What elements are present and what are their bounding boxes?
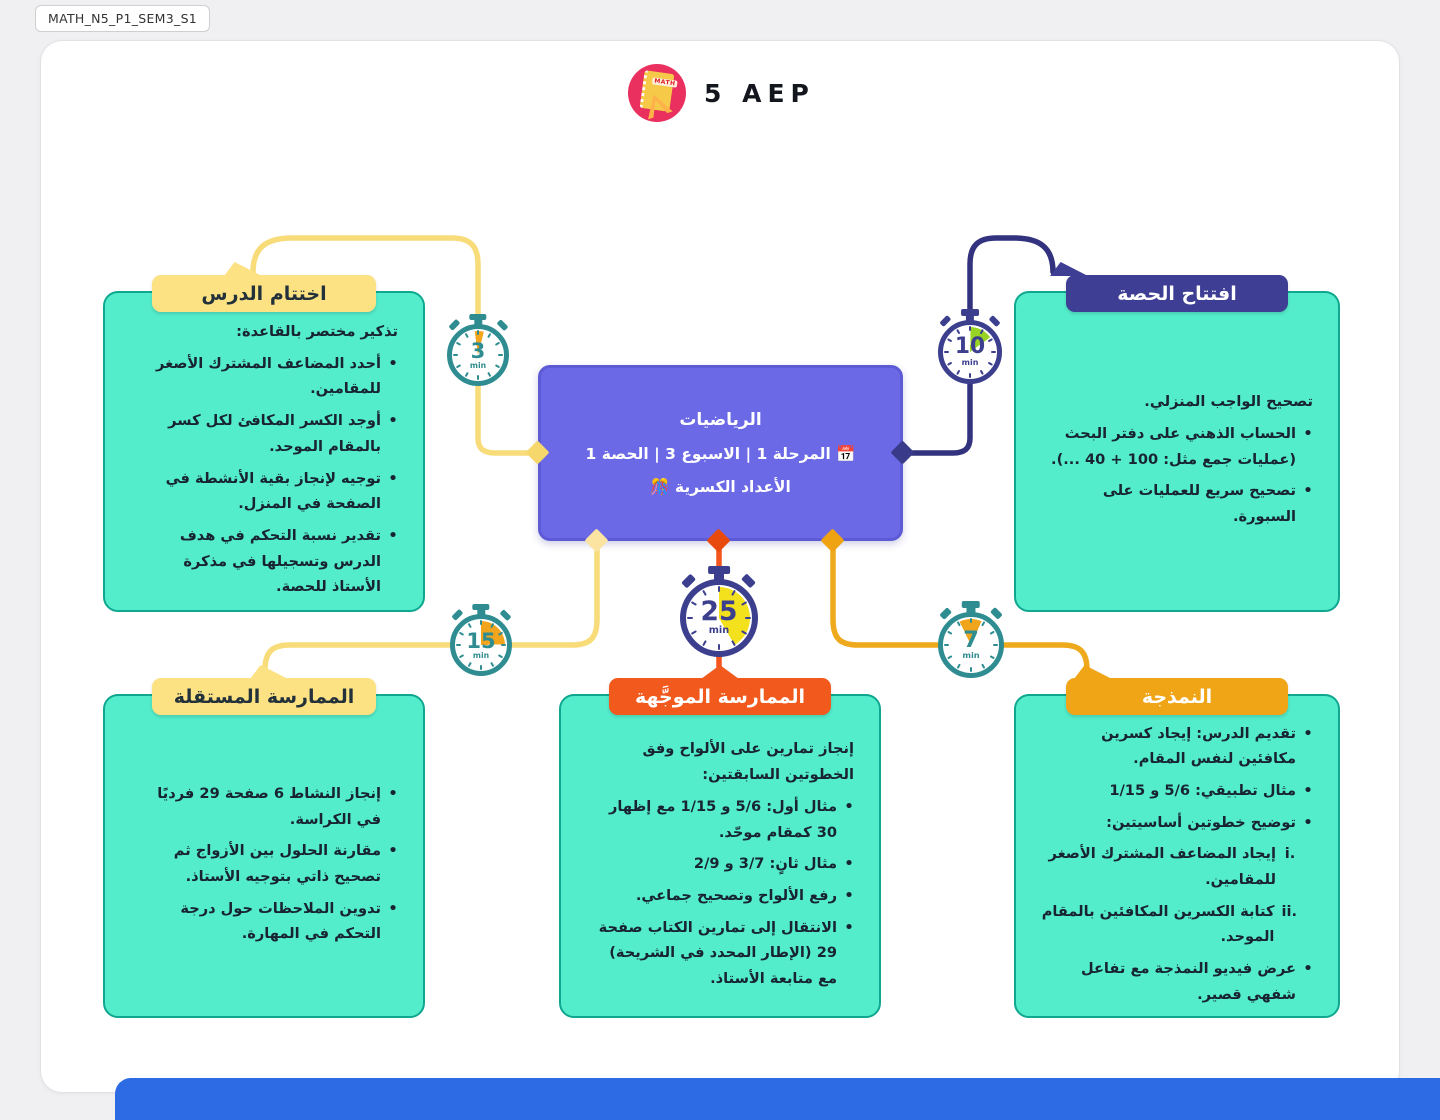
list-item: •رفع الألواح وتصحيح جماعي. (635, 886, 854, 904)
next-slide-edge (115, 1078, 1440, 1120)
central-lesson-node: الرياضيات 📅 المرحلة 1 | الاسبوع 3 | الحص… (538, 365, 903, 541)
list-item: تصحيح الواجب المنزلي. (1144, 393, 1313, 411)
list-item: إنجاز تمارين على الألواح وفق الخطوتين ال… (642, 740, 854, 784)
connector-opening (903, 235, 1056, 456)
list-item: •توضيح خطوتين أساسيتين: (1106, 813, 1313, 831)
stopwatch-label: 15 min (455, 619, 507, 671)
notebook-icon: MATH (639, 70, 678, 112)
section-body: •تقديم الدرس: إيجاد كسرين مكافئين لنفس ا… (1014, 694, 1340, 1018)
list-item: •مثال تطبيقي: 5/6 و 1/15 (1109, 781, 1313, 799)
stopwatch-face: 3 min (447, 324, 509, 386)
stopwatch-crown (961, 309, 979, 317)
list-item: ii.كتابة الكسرين المكافئين بالمقام الموح… (1041, 902, 1297, 946)
section-header-modeling: النمذجة (1066, 665, 1288, 715)
section-modeling: •تقديم الدرس: إيجاد كسرين مكافئين لنفس ا… (1014, 665, 1340, 1018)
slide-id-tag: MATH_N5_P1_SEM3_S1 (35, 5, 211, 32)
section-header-closing: اختتام الدرس (152, 262, 376, 312)
lesson-topic: الأعداد الكسرية 🎊 (650, 478, 791, 496)
list-item: •تصحيح سريع للعمليات على السبورة. (1102, 482, 1313, 525)
brand-header: MATH 5 AEP (628, 64, 815, 122)
stopwatch-crown (472, 603, 490, 611)
section-title: الممارسة الموجَّهة (634, 685, 806, 708)
stopwatch-label: 3 min (452, 329, 504, 381)
timer-minutes: 25 (700, 595, 738, 627)
stopwatch-face: 7 min (938, 612, 1004, 678)
section-guided-practice: إنجاز تمارين على الألواح وفق الخطوتين ال… (559, 665, 881, 1018)
timer-7min: 7 min (938, 601, 1004, 678)
stopwatch-face: 10 min (938, 320, 1002, 384)
list-item: •تقدير نسبة التحكم في هدف الدرس وتسجيلها… (179, 526, 398, 596)
timer-unit: min (961, 358, 979, 368)
list-item: •توجيه لإنجاز بقية الأنشطة في الصفحة في … (165, 469, 398, 513)
timer-unit: min (708, 625, 730, 637)
timer-unit: min (962, 650, 980, 661)
notebook-label: MATH (651, 77, 678, 88)
list-item: •مثال أول: 5/6 و 1/15 مع إظهار 30 كمقام … (609, 797, 854, 841)
stopwatch-crown (469, 313, 487, 321)
timer-unit: min (472, 650, 490, 660)
timer-minutes: 3 (470, 337, 486, 363)
timer-minutes: 7 (963, 626, 979, 653)
stopwatch-label: 7 min (943, 617, 999, 673)
list-item: •أوجد الكسر المكافئ لكل كسر بالمقام المو… (168, 412, 398, 455)
list-item: •الانتقال إلى تمارين الكتاب صفحة 29 (الإ… (598, 918, 854, 987)
stopwatch-label: 10 min (943, 325, 997, 379)
stopwatch-crown (708, 566, 730, 575)
timer-minutes: 15 (466, 627, 496, 653)
section-body: تصحيح الواجب المنزلي. •الحساب الذهني على … (1014, 291, 1340, 612)
connector-independent (262, 540, 600, 684)
section-lesson-closing: تذكير مختصر بالقاعدة: •أحدد المضاعف المشت… (103, 262, 425, 612)
list-item: •تقديم الدرس: إيجاد كسرين مكافئين لنفس ا… (1101, 724, 1313, 768)
list-item: •مثال ثانٍ: 3/7 و 2/9 (693, 855, 854, 873)
section-session-opening: تصحيح الواجب المنزلي. •الحساب الذهني على … (1014, 262, 1340, 612)
timer-15min: 15 min (450, 603, 512, 676)
list-item: •تدوين الملاحظات حول درجة التحكم في المه… (180, 899, 398, 943)
list-item: •الحساب الذهني على دفتر البحث (عمليات جم… (1051, 424, 1313, 468)
list-item: •أحدد المضاعف المشترك الأصغر للمقامين. (156, 354, 398, 398)
section-body: •إنجاز النشاط 6 صفحة 29 فرديًا في الكراس… (103, 694, 425, 1018)
brand-name: 5 AEP (704, 78, 815, 108)
section-header-independent: الممارسة المستقلة (152, 665, 376, 715)
subject-title: الرياضيات (679, 410, 762, 430)
section-title: النمذجة (1141, 685, 1213, 708)
section-body: تذكير مختصر بالقاعدة: •أحدد المضاعف المشت… (103, 291, 425, 612)
list-item: •مقارنة الحلول بين الأزواج ثم تصحيح ذاتي… (173, 842, 398, 885)
timer-25min: 25 min (680, 566, 758, 657)
section-header-guided: الممارسة الموجَّهة (609, 665, 831, 715)
list-item: تذكير مختصر بالقاعدة: (236, 323, 398, 341)
section-title: اختتام الدرس (201, 282, 327, 305)
stopwatch-crown (961, 601, 981, 609)
timer-10min: 10 min (938, 309, 1002, 384)
timer-unit: min (469, 360, 487, 370)
section-title: افتتاح الحصة (1117, 282, 1237, 305)
timer-3min: 3 min (447, 313, 509, 386)
list-item: i.إيجاد المضاعف المشترك الأصغر للمقامين. (1048, 845, 1296, 888)
math-logo-icon: MATH (628, 64, 686, 122)
section-header-opening: افتتاح الحصة (1050, 262, 1288, 312)
section-independent-practice: •إنجاز النشاط 6 صفحة 29 فرديًا في الكراس… (103, 665, 425, 1018)
timer-minutes: 10 (954, 334, 986, 360)
stopwatch-face: 25 min (680, 579, 758, 657)
section-body: إنجاز تمارين على الألواح وفق الخطوتين ال… (559, 694, 881, 1018)
stopwatch-face: 15 min (450, 614, 512, 676)
list-item: •إنجاز النشاط 6 صفحة 29 فرديًا في الكراس… (157, 784, 398, 828)
section-title: الممارسة المستقلة (173, 685, 355, 708)
list-item: •عرض فيديو النمذجة مع تفاعل شفهي قصير. (1080, 960, 1313, 1003)
lesson-meta: 📅 المرحلة 1 | الاسبوع 3 | الحصة 1 (585, 445, 856, 463)
stopwatch-label: 25 min (686, 585, 752, 651)
connector-closing (250, 235, 539, 456)
